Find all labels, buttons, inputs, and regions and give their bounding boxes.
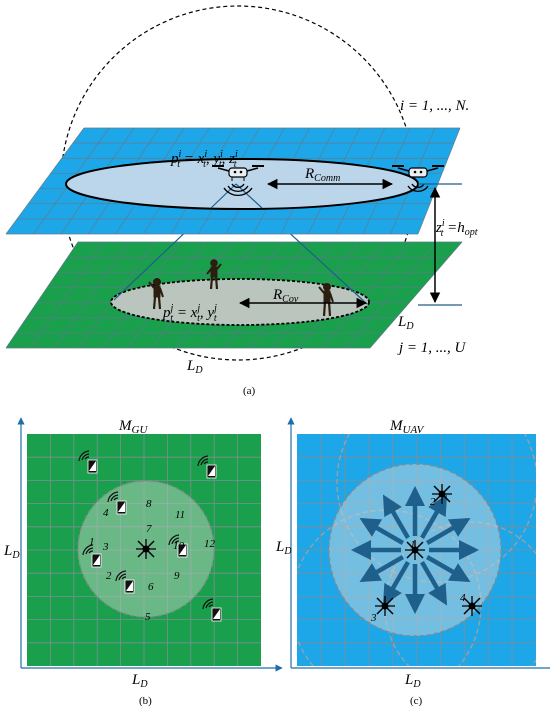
ld-bottom-label: LD xyxy=(186,358,203,376)
gu-index-label: j = 1, ..., U xyxy=(397,340,467,356)
uav-index-label: i = 1, ..., N. xyxy=(400,98,469,114)
movement-arrow xyxy=(359,555,405,583)
movement-arrows xyxy=(350,485,480,615)
movement-arrow xyxy=(420,560,448,606)
gu-number: 1 xyxy=(89,536,95,548)
gu-number: 7 xyxy=(146,523,152,535)
gu-number: 8 xyxy=(146,498,152,510)
gu-number: 6 xyxy=(148,581,154,593)
gu-number: 2 xyxy=(106,570,112,582)
movement-arrow xyxy=(420,494,448,540)
ld-bottom-label: LD xyxy=(404,672,421,690)
gu-number: 9 xyxy=(174,570,180,582)
panel-b: 1 2 3 4 5 6 7 8 9 10 11 12 MGU LD LD (b) xyxy=(3,417,283,707)
phone-icon xyxy=(82,544,102,568)
r-comm-label: RComm xyxy=(304,166,340,184)
uav-drone-icon xyxy=(136,539,156,559)
r-cov-label: RCov xyxy=(272,287,299,305)
movement-arrow xyxy=(425,517,471,545)
gu-number: 10 xyxy=(173,540,185,552)
gu-number: 3 xyxy=(102,541,109,553)
gu-number: 12 xyxy=(204,538,216,550)
phone-icon xyxy=(197,455,217,479)
ld-bottom-label: LD xyxy=(131,672,148,690)
uav-number: 4 xyxy=(460,592,466,604)
phone-icon xyxy=(78,450,98,474)
person-icon xyxy=(148,278,164,310)
phone-icon xyxy=(202,598,222,622)
movement-arrow xyxy=(382,494,410,540)
uav-drone-icon xyxy=(405,540,425,560)
phone-icon xyxy=(168,534,188,558)
movement-arrow xyxy=(425,555,471,583)
uav-drone-icon xyxy=(392,165,444,192)
uav-drone-icon xyxy=(375,596,395,616)
ld-side-label: LD xyxy=(397,314,414,332)
caption-c: (c) xyxy=(410,695,423,707)
uav-number: 2 xyxy=(430,496,436,508)
gu-number: 11 xyxy=(175,509,185,521)
gu-number: 4 xyxy=(103,507,109,519)
gu-map-title: MGU xyxy=(118,418,148,436)
caption-a: (a) xyxy=(243,385,256,397)
uav-drone-icon xyxy=(462,596,482,616)
uav-number: 3 xyxy=(370,612,377,624)
uav-map-title: MUAV xyxy=(389,418,425,436)
uav-drone-icon xyxy=(432,484,452,504)
uav-number: 1 xyxy=(410,539,416,551)
phone-icon xyxy=(115,570,135,594)
ld-left-label: LD xyxy=(275,539,292,557)
ld-left-label: LD xyxy=(3,543,20,561)
movement-arrow xyxy=(359,517,405,545)
movement-arrow xyxy=(382,560,410,606)
phone-icon xyxy=(107,491,127,515)
panel-c: 1 2 3 4 MUAV LD LD (c) xyxy=(275,417,550,707)
person-icon xyxy=(206,259,222,290)
uav-drone-icon xyxy=(212,165,264,197)
gu-number: 5 xyxy=(145,611,151,623)
caption-b: (b) xyxy=(139,695,152,707)
